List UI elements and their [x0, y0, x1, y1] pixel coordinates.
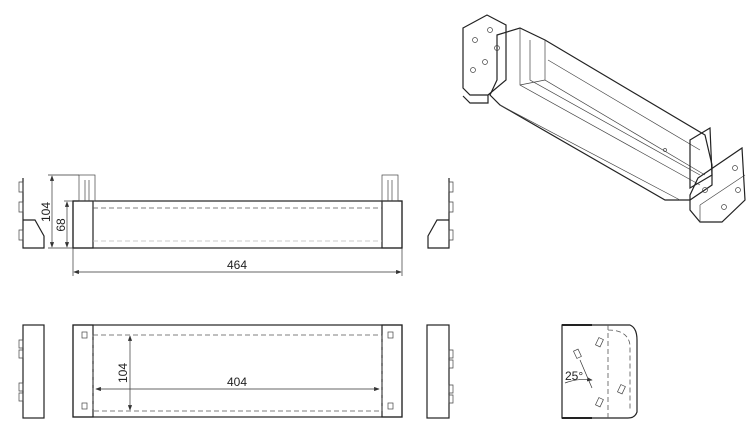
front-view [48, 174, 403, 276]
end-view-right [426, 324, 454, 419]
side-view-left [18, 178, 45, 249]
detail-view [561, 324, 638, 419]
dim-angle: 25° [565, 369, 583, 383]
isometric-view [462, 14, 746, 223]
dim-body-height: 68 [54, 218, 68, 232]
top-view [72, 324, 403, 418]
dim-inner-length: 404 [227, 375, 247, 389]
dim-overall-length: 464 [227, 258, 247, 272]
side-view-right [427, 178, 454, 249]
dim-overall-height: 104 [39, 202, 53, 222]
dim-inner-depth: 104 [116, 363, 130, 383]
end-view-left [18, 324, 45, 419]
